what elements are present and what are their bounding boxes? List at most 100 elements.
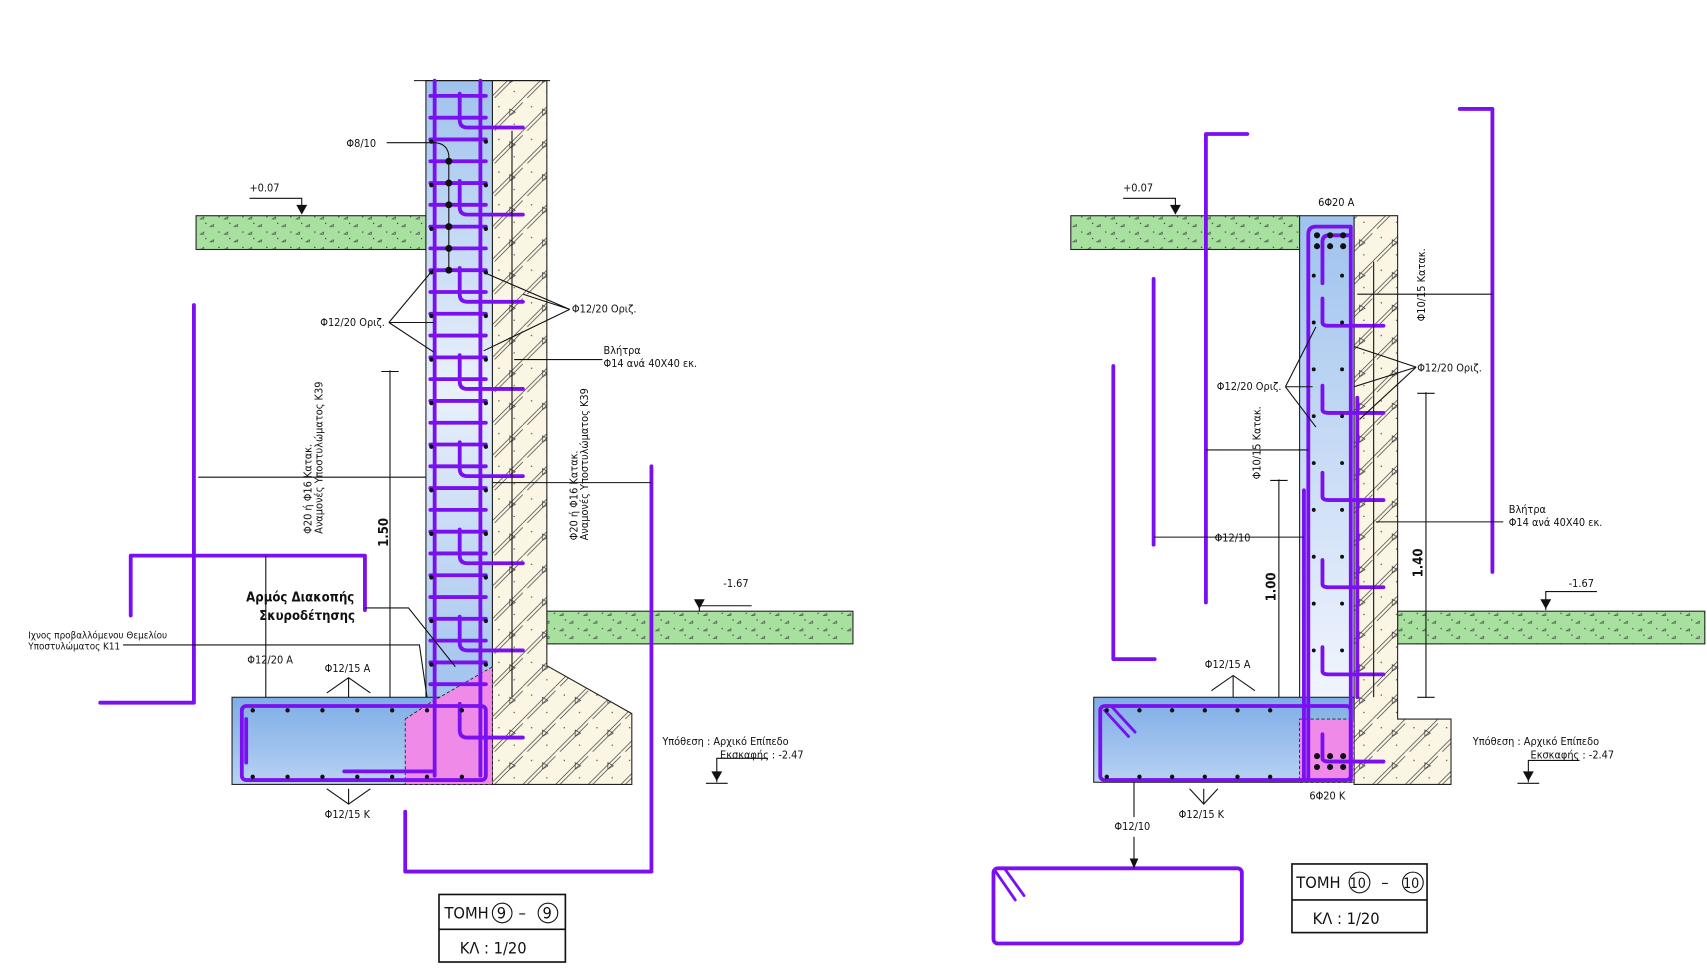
label-horiz-right: Φ12/20 Οριζ. (1417, 362, 1482, 375)
label-dowel-2: Φ14 ανά 40X40 εκ. (1509, 516, 1603, 529)
label-footing-top: Φ12/15 Α (1205, 658, 1251, 671)
bar-dot (429, 226, 434, 231)
label-bottom-bars: 6Φ20 Κ (1309, 790, 1345, 803)
bar-dot (285, 708, 290, 713)
bar-dot-top (1327, 232, 1334, 239)
bar-dot (389, 774, 395, 779)
bar-dot (429, 662, 434, 667)
label-stirrup: Φ8/10 (346, 137, 376, 150)
section-number-b: 10 (1403, 876, 1419, 892)
bar-dot-top (1313, 243, 1321, 250)
label-vert-left-1: Φ20 ή Φ16 Κατακ. (302, 444, 315, 534)
bar-dot (483, 139, 489, 144)
section-title: ΤΟΜΗ (1295, 873, 1340, 892)
label-joint-2: Σκυροδέτησης (259, 609, 355, 624)
label-vert-right: Φ10/15 Κατακ. (1415, 248, 1428, 321)
bar-dot-top (1313, 232, 1321, 239)
bar-dot (459, 708, 465, 713)
bar-dot (1311, 320, 1316, 325)
dowel-hook (457, 178, 525, 217)
rebar-group (1098, 224, 1386, 782)
dowel-hook (457, 614, 525, 653)
bar-dot (445, 266, 453, 274)
bar-dot (429, 488, 434, 493)
bar-dot (424, 774, 430, 779)
label-vert-right-1: Φ20 ή Φ16 Κατακ. (567, 450, 580, 540)
dowel-hook (457, 266, 525, 304)
label-horiz-left: Φ12/20 Οριζ. (1217, 380, 1282, 393)
rebar-shape (403, 464, 654, 874)
bar-dot (1267, 708, 1273, 713)
footing-bar-loop (239, 704, 488, 782)
bar-dot (1311, 367, 1316, 372)
label-vert-left: Φ10/15 Κατακ. (1250, 406, 1263, 479)
ground-slab-left (1070, 215, 1301, 251)
label-footing-bottom: Φ12/15 Κ (325, 808, 371, 821)
bar-dot (483, 357, 489, 362)
dowel-hook (457, 527, 525, 566)
label-dowel-1: Βλήτρα (1509, 503, 1546, 516)
bar-dot (483, 400, 489, 406)
bar-dot (1340, 367, 1345, 372)
dowel-hook (1320, 296, 1386, 328)
bar-dot (429, 575, 434, 580)
ground-right (1397, 610, 1706, 645)
bar-dot (1340, 273, 1345, 278)
bar-dot (1311, 507, 1316, 512)
bar-dot (1311, 414, 1316, 419)
bar-dot (483, 618, 489, 624)
label-footing-bottom: Φ12/15 Κ (1179, 808, 1225, 821)
label-horiz-left: Φ12/20 Οριζ. (320, 316, 385, 329)
ground-right (546, 610, 854, 645)
bar-dot (429, 618, 434, 624)
rebar-shape (1111, 364, 1157, 662)
dowel-hook (457, 91, 525, 130)
rebar-shape-box (991, 866, 1244, 946)
label-level-top: +0.07 (1123, 182, 1153, 195)
bar-dot (1340, 461, 1345, 465)
bar-dot (483, 183, 489, 188)
dowel-hook (1320, 732, 1386, 764)
bar-dot (1311, 648, 1316, 653)
dim-height-a: 1.00 (1265, 572, 1280, 601)
ground-slab-left (195, 215, 427, 251)
label-vert-left-2: Αναμονές Υποστυλώματος Κ39 (312, 382, 325, 534)
dim-height-b: 1.40 (1412, 548, 1427, 577)
label-level-ground: -1.67 (723, 577, 748, 590)
bar-dot-top (1340, 232, 1347, 239)
bar-dot (483, 226, 489, 231)
bar-dot (429, 357, 434, 362)
bar-dot (1311, 273, 1316, 278)
dowel-hook (1320, 645, 1386, 677)
bar-dot-bottom (1313, 763, 1321, 771)
bar-dot (389, 708, 395, 713)
title-block-9: ΤΟΜΗ 9 – 9 ΚΛ : 1/20 (438, 893, 567, 963)
label-assumption-2: Εκσκαφής : -2.47 (1531, 748, 1615, 761)
label-trace-1: Ιχνος προβαλλόμενου Θεμελίου (28, 629, 167, 641)
rebar-shape (1457, 107, 1495, 574)
bar-dot (320, 774, 325, 779)
section-number-a: 9 (497, 903, 506, 922)
bar-dot (1202, 708, 1207, 713)
blinding-concrete (1353, 215, 1452, 785)
blinding-concrete (491, 80, 633, 785)
dowel-hook (1320, 558, 1386, 590)
label-horiz-right: Φ12/20 Οριζ. (572, 303, 637, 316)
dowel-hook (457, 701, 525, 740)
label-footing-vertical: Φ12/20 Α (247, 653, 293, 666)
bar-dot (250, 774, 255, 779)
section-number-b: 9 (542, 903, 551, 922)
dowel-hook (1320, 470, 1386, 502)
bar-dot (1340, 648, 1345, 653)
label-vert-right-2: Αναμονές Υποστυλώματος Κ39 (578, 388, 591, 540)
bar-dots (1104, 232, 1347, 779)
bar-dot-bottom (1340, 763, 1347, 771)
section-dash: – (1381, 873, 1388, 892)
bar-dot (1169, 774, 1175, 779)
bar-dot (483, 662, 489, 667)
bar-dot (1340, 320, 1345, 325)
dowel-hook (1320, 383, 1386, 415)
label-assumption-1: Υπόθεση : Αρχικό Επίπεδο (661, 735, 788, 748)
bar-dot (1169, 708, 1175, 713)
